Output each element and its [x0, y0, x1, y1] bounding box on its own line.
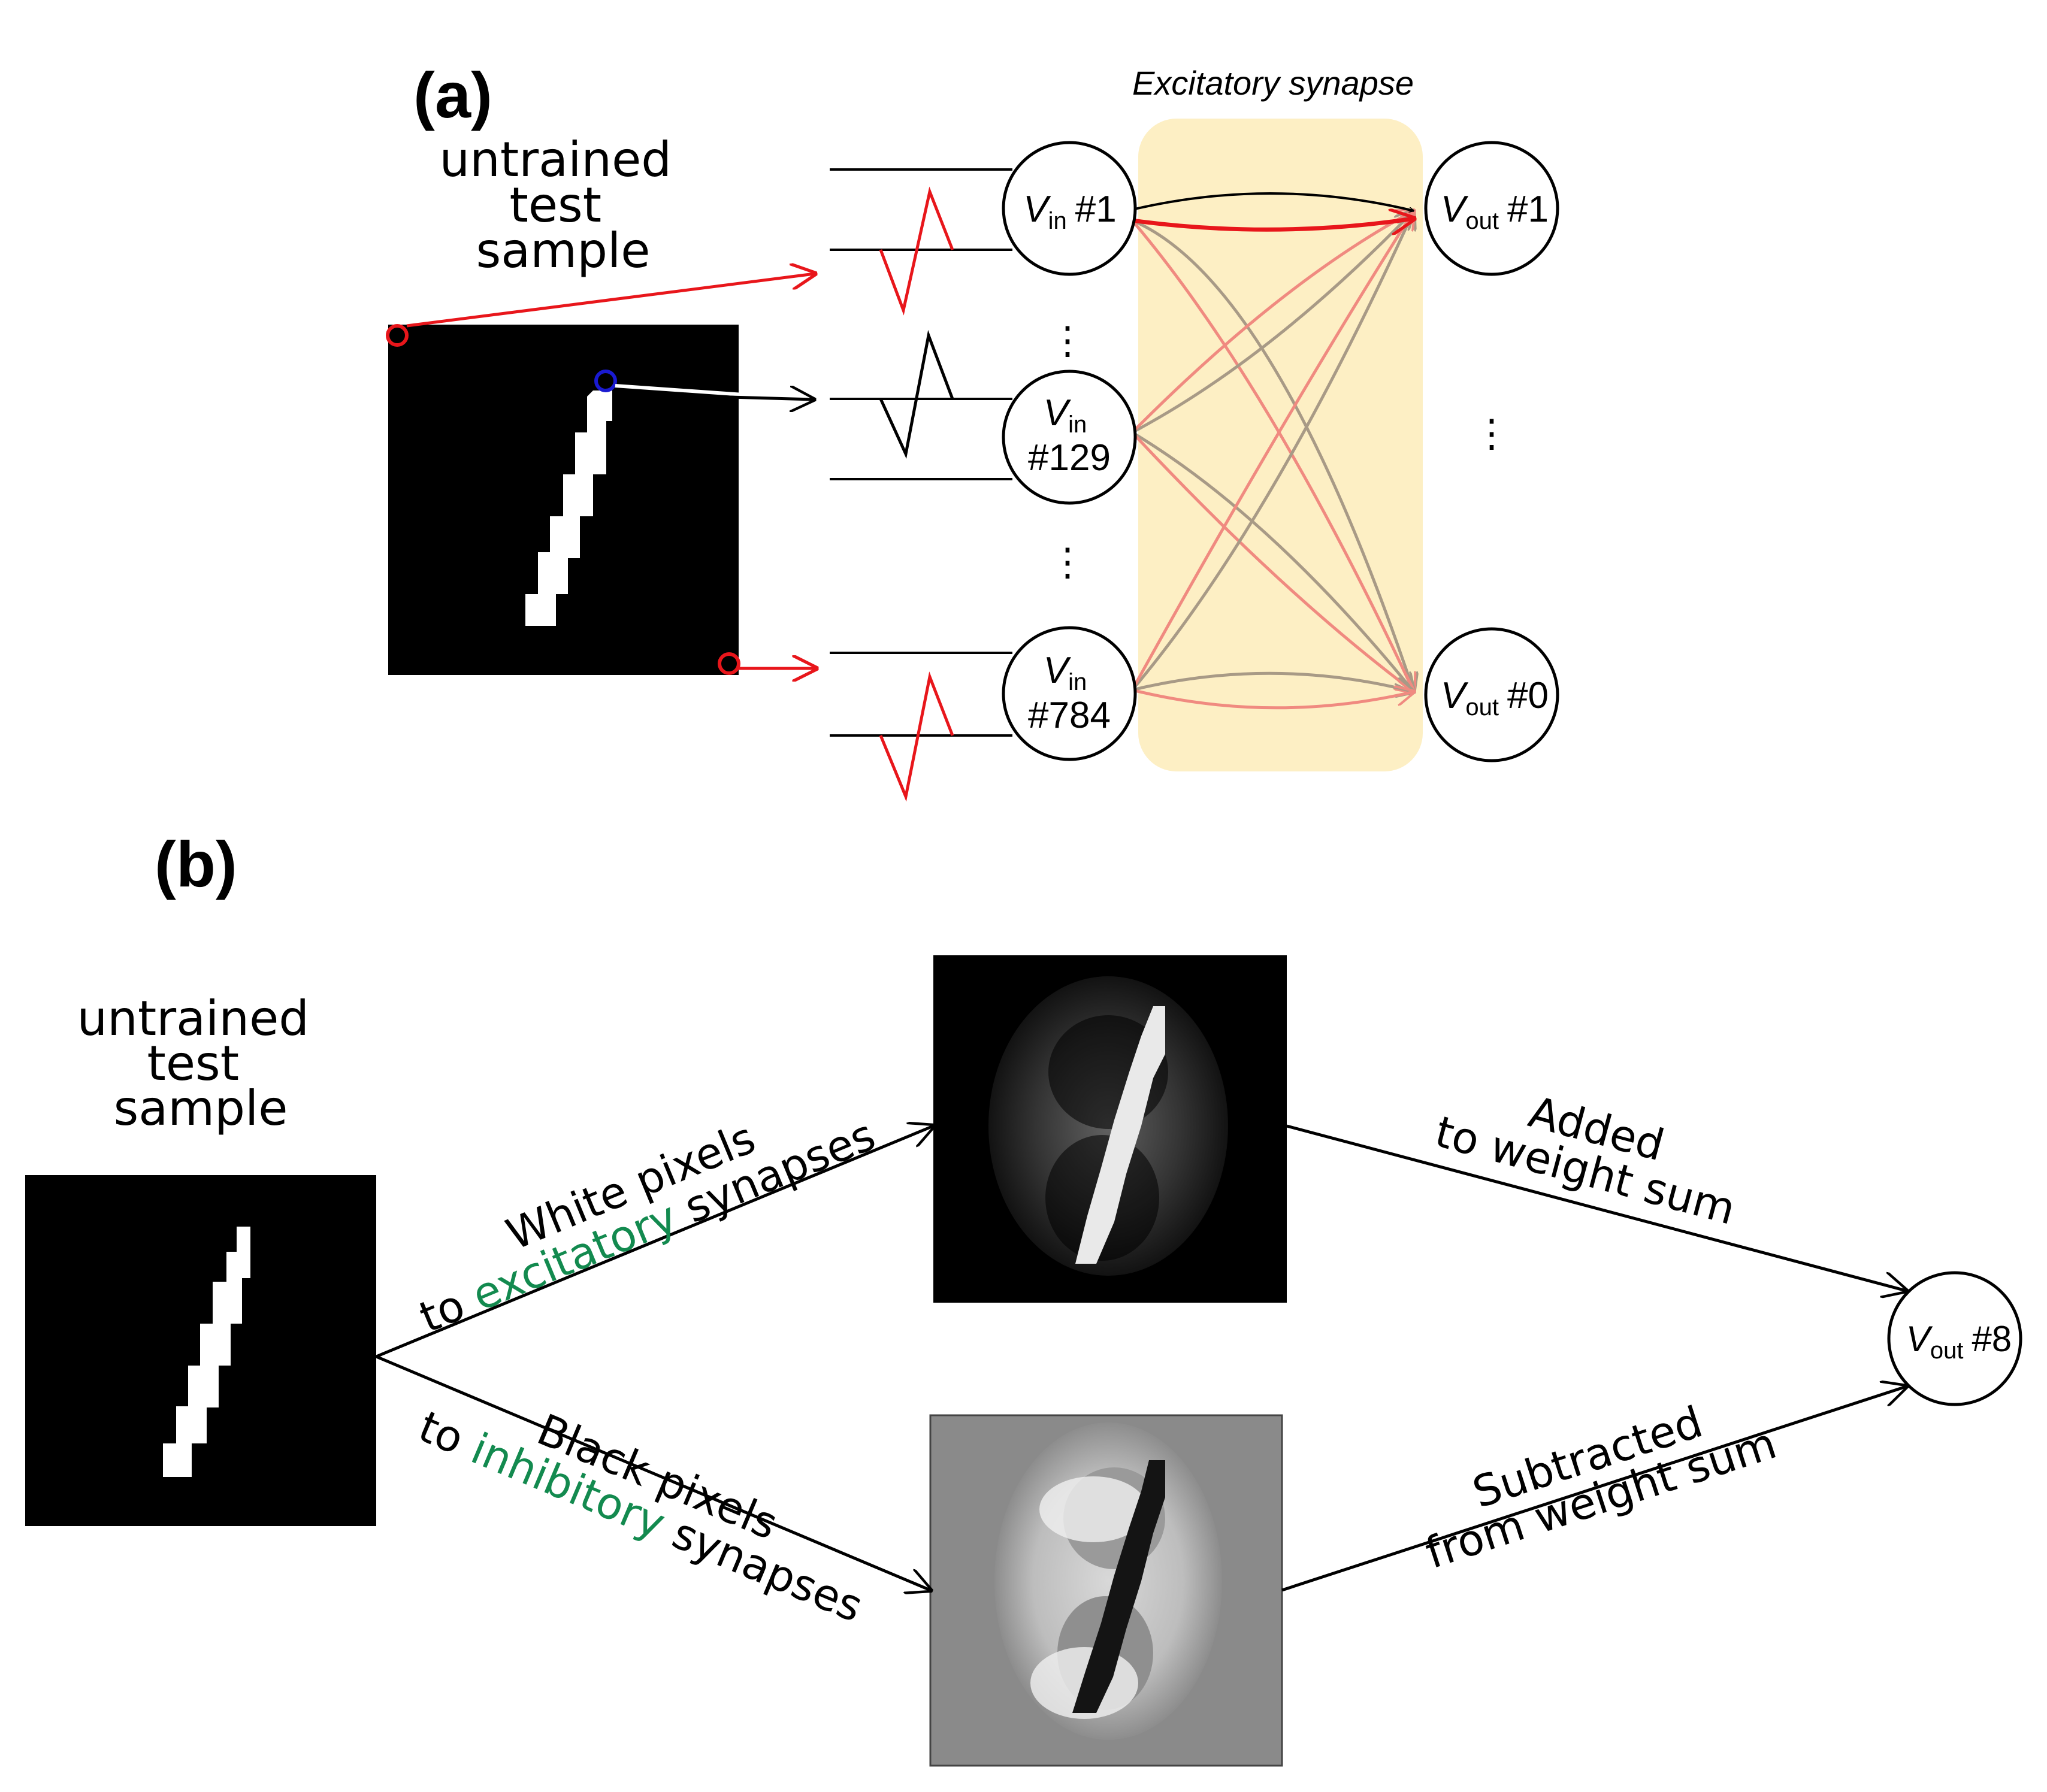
arrow-subtracted [1281, 1387, 1906, 1592]
svg-text:Vin#1: Vin#1 [1023, 189, 1116, 234]
input-neuron-784: Vin #784 [1002, 626, 1137, 761]
panel-a-sample-image [388, 325, 739, 675]
excitatory-weight-map [933, 955, 1287, 1303]
svg-text:to excitatory synapses: to excitatory synapses [412, 1109, 882, 1342]
output-neuron-8: Vout#8 [1887, 1271, 2022, 1406]
svg-text:Vout#1: Vout#1 [1441, 189, 1549, 234]
synapse-connections [1130, 192, 1414, 710]
panel-b-label: (b) [155, 828, 237, 900]
label-subtracted: Subtracted from weight sum [1420, 1396, 1783, 1578]
svg-text:#129: #129 [1028, 437, 1111, 479]
output-neuron-1: Vout#1 [1424, 141, 1559, 276]
panel-b-sample-image [25, 1175, 376, 1526]
label-white-pixels: White pixels to excitatory synapses [412, 1109, 882, 1342]
panel-a-sample-label: untrained test sample [439, 132, 687, 279]
input-line-129 [830, 329, 1012, 480]
ellipsis-inputs-upper: ⋮ [1048, 319, 1087, 362]
panel-b-sample-label: untrained test sample [77, 991, 324, 1136]
svg-text:Vin: Vin [1044, 650, 1087, 695]
arrow-added [1286, 1124, 1906, 1291]
pixel-marker-129 [594, 370, 617, 392]
arrow-to-inhibitory [376, 1355, 930, 1590]
ellipsis-outputs: ⋮ [1472, 411, 1511, 455]
input-neuron-1: Vin#1 [1002, 141, 1137, 276]
svg-text:Vin: Vin [1044, 392, 1087, 438]
excitatory-synapse-region [1138, 119, 1423, 771]
svg-text:Vout#0: Vout#0 [1441, 675, 1549, 721]
ellipsis-inputs-lower: ⋮ [1048, 540, 1087, 583]
arrow-to-excitatory [376, 1126, 933, 1358]
input-line-784 [830, 652, 1012, 802]
mapping-arrow-1 [406, 274, 815, 328]
panel-a-label: (a) [413, 59, 492, 131]
svg-text:Vout#8: Vout#8 [1906, 1319, 2012, 1364]
mapping-arrow-129 [664, 395, 814, 399]
pixel-marker-bottom-right [718, 652, 740, 675]
svg-text:to inhibitory synapses: to inhibitory synapses [412, 1401, 870, 1631]
input-neuron-129: Vin #129 [1002, 370, 1137, 505]
output-neuron-0: Vout#0 [1424, 627, 1559, 762]
synapse-label: Excitatory synapse [1132, 64, 1414, 102]
svg-text:#784: #784 [1028, 695, 1111, 736]
pixel-marker-top-left [386, 324, 409, 347]
input-line-1 [830, 168, 1012, 316]
inhibitory-weight-map [929, 1414, 1283, 1767]
label-added: Added to weight sum [1430, 1086, 1740, 1234]
